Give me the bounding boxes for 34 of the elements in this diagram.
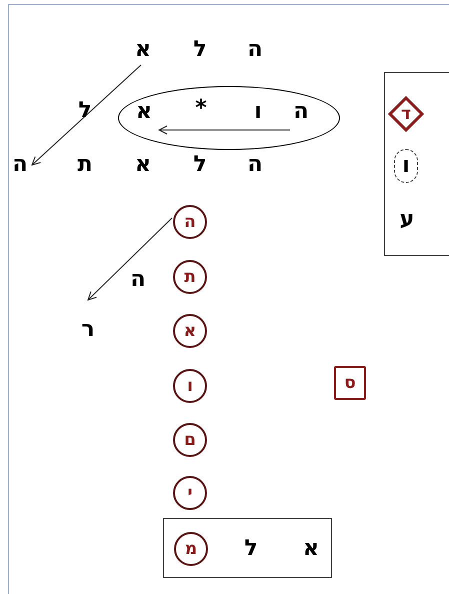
hebrew-letter: ל — [77, 97, 93, 125]
circled-letter: י — [173, 476, 207, 510]
hebrew-letter: ה — [129, 266, 147, 294]
diamond-letter: ד — [388, 96, 424, 132]
arrow — [158, 126, 290, 134]
hebrew-letter: ת — [76, 151, 94, 179]
circled-letter: ו — [173, 369, 207, 403]
dashed-circled-letter: ו — [394, 149, 418, 183]
hebrew-letter: ל — [239, 534, 263, 564]
hebrew-letter: ר — [80, 316, 96, 344]
hebrew-letter: ה — [289, 97, 313, 127]
hebrew-letter: ע — [395, 205, 419, 235]
circled-letter: ה — [173, 205, 207, 239]
letter-group-box — [163, 518, 332, 578]
circled-letter: ת — [173, 260, 207, 294]
boxed-letter: ס — [334, 366, 366, 400]
arrow — [32, 64, 142, 166]
hebrew-letter: ל — [192, 151, 208, 179]
circled-letter: א — [173, 314, 207, 348]
hebrew-letter: א — [131, 35, 155, 65]
hebrew-letter: ל — [192, 36, 208, 64]
circled-letter: ם — [173, 423, 207, 457]
circled-letter: מ — [174, 532, 208, 566]
hebrew-letter: א — [132, 97, 156, 127]
arrow — [88, 218, 172, 300]
hebrew-letter: ה — [8, 150, 32, 180]
hebrew-letter: * — [189, 94, 213, 124]
letter-group-box — [384, 72, 449, 256]
hebrew-letter: ה — [246, 36, 264, 64]
hebrew-letter: א — [134, 151, 152, 179]
hebrew-letter: ה — [246, 151, 264, 179]
hebrew-letter: ו — [246, 97, 270, 127]
ellipse-outline — [118, 86, 340, 150]
hebrew-letter: א — [299, 534, 323, 564]
